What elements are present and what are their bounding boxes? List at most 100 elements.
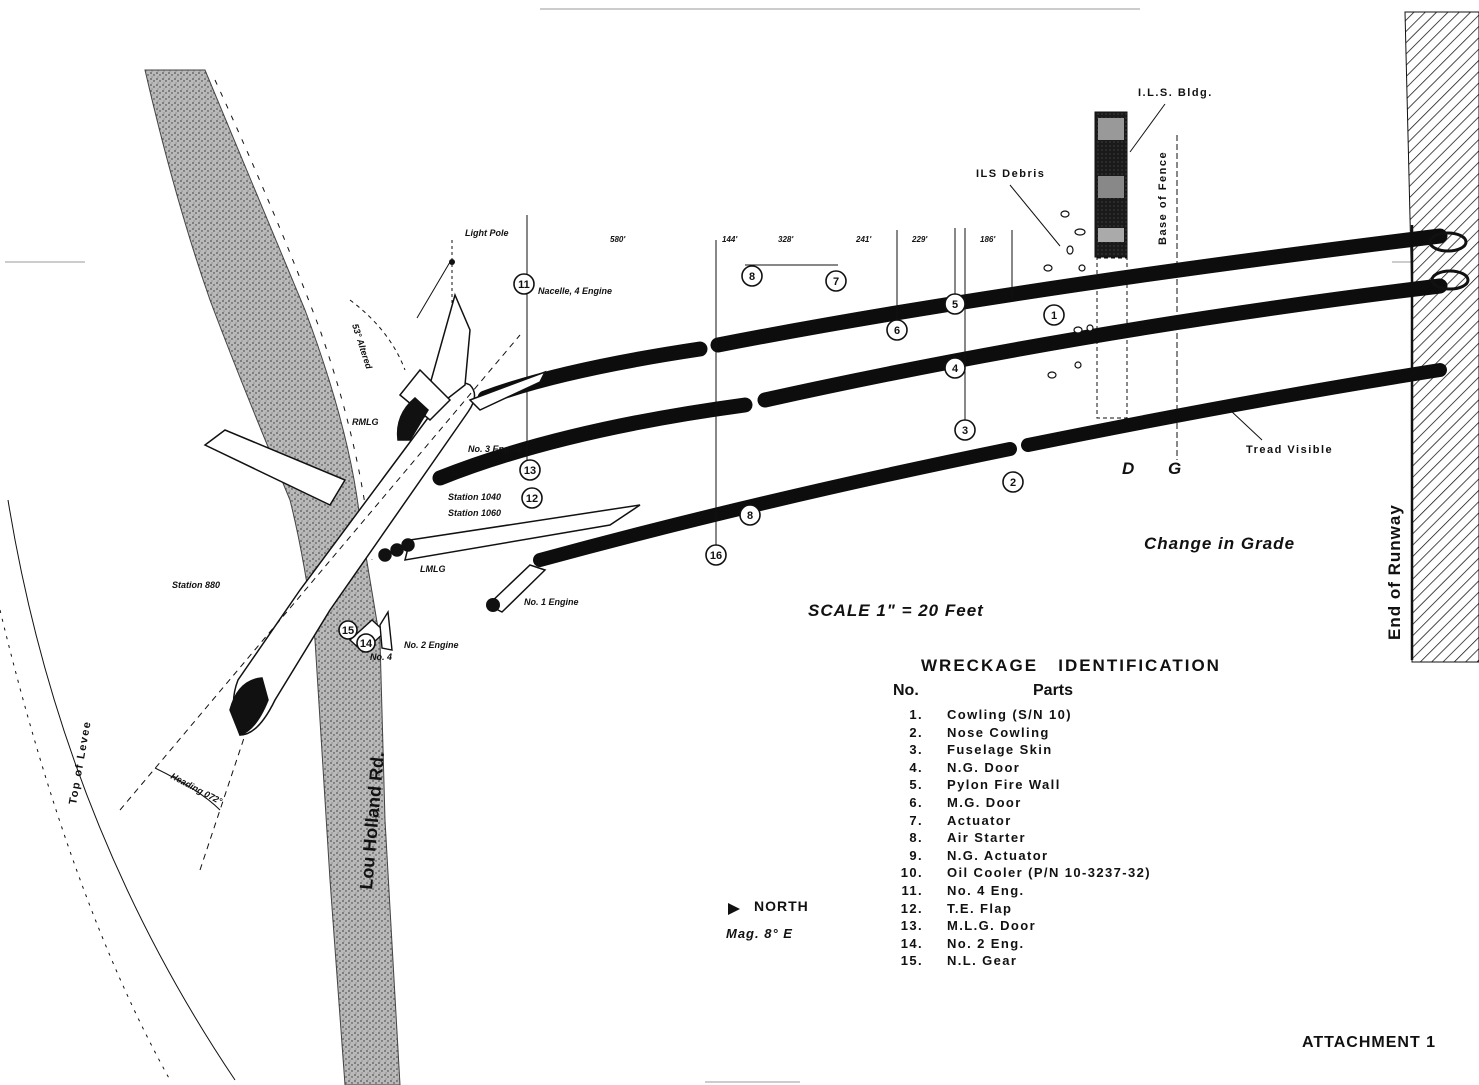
legend-item-part: Nose Cowling [947,724,1050,740]
magnetic-declination: Mag. 8° E [726,926,793,941]
lmlg-wheel-1 [378,548,392,562]
legend-item: 11.No. 4 Eng. [893,882,1223,900]
scar-lower-b [1021,363,1447,452]
ils-bldg-pointer [1129,103,1166,153]
ils-debris-pointer [1009,184,1061,247]
marker-7: 7 [825,270,847,292]
label-rmlg: RMLG [352,417,379,427]
legend-item-part: Actuator [947,812,1012,828]
svg-text:12: 12 [526,493,538,505]
legend-item-number: 6. [909,794,923,810]
aircraft-fuselage [232,382,476,736]
aircraft-no3-engine [396,396,429,441]
svg-text:7: 7 [833,276,839,288]
label-nl-gear: No. 4 [370,652,392,662]
heading-line-2 [199,734,246,871]
legend-item: 10.Oil Cooler (P/N 10-3237-32) [893,864,1223,882]
legend-item: 15.N.L. Gear [893,952,1223,970]
aircraft-left-wing [203,429,347,506]
legend-item-part: Oil Cooler (P/N 10-3237-32) [947,865,1151,881]
lmlg-wheel-3 [401,538,415,552]
legend-item-number: 13. [900,918,923,934]
label-change-in-grade: Change in Grade [1144,534,1295,553]
levee-line [7,499,236,1081]
altered-arc [349,299,406,371]
lmlg-wheel-2 [390,543,404,557]
legend-item: 4. N.G. Door [893,759,1223,777]
wreckage-legend: WRECKAGE IDENTIFICATION No. Parts 1.Cowl… [893,656,1223,970]
marker-15: 15 [338,620,358,640]
dim-1: 580' [610,235,626,244]
label-no1-engine: No. 1 Engine [524,597,579,607]
label-top-of-levee: Top of Levee [67,720,94,806]
marker-14: 14 [356,633,376,653]
legend-col-no: No. [893,682,919,699]
legend-title: WRECKAGE IDENTIFICATION [921,656,1221,675]
legend-item-number: 7. [909,812,923,828]
label-letter-g: G [1168,459,1182,478]
label-no3-engine: No. 3 Engine [468,444,523,454]
wheel-mark-upper [1428,231,1468,253]
marker-3: 3 [954,419,976,441]
svg-text:5: 5 [952,299,958,311]
legend-item-part: N.G. Door [947,759,1021,775]
legend-item: 9.N.G. Actuator [893,847,1223,865]
marker-6: 6 [886,319,908,341]
legend-item: 2.Nose Cowling [893,724,1223,742]
svg-text:15: 15 [342,625,354,637]
svg-text:1: 1 [1051,310,1057,322]
legend-item-number: 4. [909,759,923,775]
marker-5: 5 [944,293,966,315]
dim-5: 229' [911,235,928,244]
dimension-labels: 580' 144' 328' 241' 229' 186' [610,235,996,244]
legend-item-part: No. 4 Eng. [947,882,1025,898]
label-arc: 53° Altered [350,323,374,371]
legend-item-number: 1. [909,707,923,722]
dim-2: 144' [722,235,738,244]
marker-2: 2 [1002,471,1024,493]
label-light-pole: Light Pole [465,228,509,238]
label-base-of-fence: Base of Fence [1157,151,1169,245]
marker-11: 11 [513,273,535,295]
label-end-of-runway: End of Runway [1385,504,1404,640]
svg-text:4: 4 [952,363,959,375]
scar-upper-b [710,228,1448,353]
legend-item: 7. Actuator [893,812,1223,830]
legend-item: 13.M.L.G. Door [893,917,1223,935]
runway-end-hatch [1404,11,1479,663]
legend-item-part: T.E. Flap [947,900,1013,916]
aircraft-tail-right [468,370,547,411]
label-scale: SCALE 1" = 20 Feet [808,601,984,620]
north-indicator: NORTH Mag. 8° E [726,898,809,941]
scar-middle [432,397,753,486]
svg-text:14: 14 [360,638,373,650]
wheel-mark-middle [1430,269,1470,291]
legend-col-parts: Parts [1033,682,1074,699]
legend-item-number: 3. [909,742,923,758]
label-letter-d: D [1122,459,1135,478]
label-station-880: Station 880 [172,580,220,590]
scar-middle-b [757,278,1448,408]
north-label: NORTH [754,898,809,914]
heading-line [119,334,521,811]
label-no4-engine-note: Nacelle, 4 Engine [538,286,612,296]
svg-text:13: 13 [524,465,536,477]
svg-text:11: 11 [518,279,530,291]
marker-8a: 8 [741,265,763,287]
legend-item-part: No. 2 Eng. [947,935,1025,951]
marker-4: 4 [944,357,966,379]
aircraft-nose-dark [229,677,269,736]
legend-item: 12.T.E. Flap [893,900,1223,918]
dim-6: 186' [980,235,996,244]
svg-text:16: 16 [710,550,722,562]
legend-item-part: Pylon Fire Wall [947,777,1061,793]
label-lmlg: LMLG [420,564,446,574]
dim-4: 241' [855,235,872,244]
levee-line-dashed [0,609,171,1081]
ground-scars [432,228,1448,567]
label-no2-engine: No. 2 Engine [404,640,459,650]
label-station-1060: Station 1060 [448,508,501,518]
legend-item-part: N.L. Gear [947,953,1018,969]
